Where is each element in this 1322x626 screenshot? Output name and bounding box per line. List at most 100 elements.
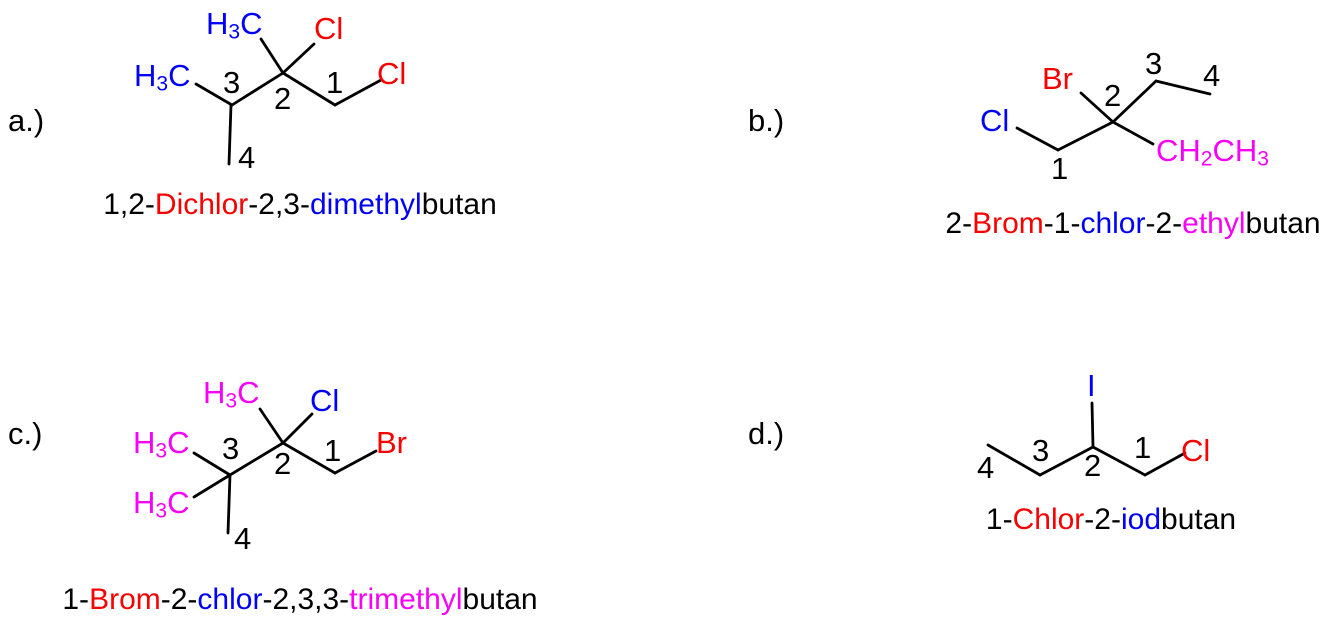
chlorine-label: Cl <box>377 56 407 91</box>
carbon-number-2: 2 <box>1104 78 1122 113</box>
methyl-group-label: H3C <box>133 485 190 522</box>
chlorine-label: Cl <box>310 383 340 418</box>
iodine-label: I <box>1087 368 1096 403</box>
carbon-number-2: 2 <box>274 81 292 116</box>
name-part: 2- <box>945 207 973 240</box>
carbon-number-4: 4 <box>1203 58 1221 93</box>
formula-part: H <box>203 375 226 410</box>
name-part: 1- <box>985 503 1013 536</box>
carbon-number-3: 3 <box>222 431 240 466</box>
bond <box>281 71 337 107</box>
formula-subscript: 3 <box>1257 147 1270 171</box>
name-part: 1,2- <box>103 188 155 221</box>
carbon-number-2: 2 <box>1084 448 1102 483</box>
carbon-number-4: 4 <box>977 450 995 485</box>
bond <box>258 407 285 445</box>
bond <box>281 42 316 75</box>
carbon-number-1: 1 <box>1134 430 1152 465</box>
formula-part: CH <box>1156 133 1201 168</box>
formula-part: H <box>133 485 156 520</box>
bond <box>226 473 232 535</box>
bond <box>192 473 232 499</box>
section-label-d: d.) <box>748 416 785 451</box>
name-part: Chlor <box>1012 503 1085 536</box>
compound-name-d: 1-Chlor-2-iodbutan <box>931 505 1291 535</box>
formula-part: CH <box>1212 133 1258 168</box>
formula-part: C <box>168 58 191 93</box>
name-part: dimethyl <box>309 188 422 221</box>
name-part: -2- <box>160 583 198 616</box>
bond <box>986 443 1042 477</box>
formula-subscript: 2 <box>1200 147 1213 171</box>
name-part: -1- <box>1043 207 1081 240</box>
bond <box>281 412 314 445</box>
bond <box>192 451 232 477</box>
name-part: butan <box>421 188 497 221</box>
methyl-group-label: H3C <box>133 425 190 462</box>
name-part: -2- <box>1145 207 1183 240</box>
name-part: chlor <box>197 583 263 616</box>
bond <box>259 37 285 75</box>
formula-part: C <box>167 425 190 460</box>
bond <box>230 71 285 107</box>
bond <box>1038 445 1095 477</box>
section-label-a: a.) <box>8 103 45 138</box>
formula-subscript: 3 <box>156 72 169 96</box>
structure-a-bonds <box>194 37 383 166</box>
bond <box>194 82 234 107</box>
chlorine-label: Cl <box>314 11 344 46</box>
carbon-number-4: 4 <box>234 521 252 556</box>
section-label-c: c.) <box>8 416 43 451</box>
name-part: -2,3,3- <box>262 583 350 616</box>
name-part: ethyl <box>1182 207 1246 240</box>
chlorine-label: Cl <box>980 103 1010 138</box>
bromine-label: Br <box>376 425 407 460</box>
bond <box>1015 126 1060 152</box>
formula-part: C <box>237 375 260 410</box>
compound-name-a: 1,2-Dichlor-2,3-dimethylbutan <box>90 190 510 220</box>
formula-part: C <box>167 485 190 520</box>
name-part: butan <box>462 583 538 616</box>
name-part: iod <box>1120 503 1162 536</box>
name-part: chlor <box>1080 207 1146 240</box>
formula-part: H <box>133 425 156 460</box>
bond <box>1079 91 1115 124</box>
name-part: -2,3- <box>248 188 310 221</box>
bond <box>1091 445 1147 477</box>
bond <box>281 441 337 475</box>
bond <box>1056 120 1115 152</box>
bond <box>1154 79 1212 96</box>
structure-d-bonds <box>986 401 1187 477</box>
carbon-number-3: 3 <box>223 65 241 100</box>
structure-c-bonds <box>192 407 378 535</box>
ethyl-group-label: CH2CH3 <box>1156 133 1269 170</box>
carbon-number-3: 3 <box>1145 46 1163 81</box>
formula-part: H <box>134 58 157 93</box>
compound-name-c: 1-Brom-2-chlor-2,3,3-trimethylbutan <box>50 585 550 615</box>
carbon-number-4: 4 <box>238 140 256 175</box>
bond <box>1090 401 1095 449</box>
name-part: Dichlor <box>154 188 249 221</box>
name-part: butan <box>1245 207 1321 240</box>
formula-subscript: 3 <box>228 20 241 44</box>
carbon-number-1: 1 <box>1051 151 1069 186</box>
name-part: Brom <box>89 583 161 616</box>
name-part: butan <box>1161 503 1237 536</box>
methyl-group-label: H3C <box>206 6 263 43</box>
carbon-number-1: 1 <box>326 65 344 100</box>
name-part: -2- <box>1084 503 1121 536</box>
name-part: Brom <box>972 207 1044 240</box>
bond <box>333 449 378 475</box>
formula-subscript: 3 <box>225 389 238 413</box>
methyl-group-label: H3C <box>134 58 191 95</box>
chlorine-label: Cl <box>1181 433 1211 468</box>
carbon-number-1: 1 <box>324 433 342 468</box>
formula-part: C <box>240 6 263 41</box>
structure-b-bonds <box>1015 79 1212 152</box>
carbon-number-2: 2 <box>274 446 292 481</box>
bond <box>1111 79 1158 124</box>
methyl-group-label: H3C <box>203 375 260 412</box>
bond <box>333 78 383 107</box>
